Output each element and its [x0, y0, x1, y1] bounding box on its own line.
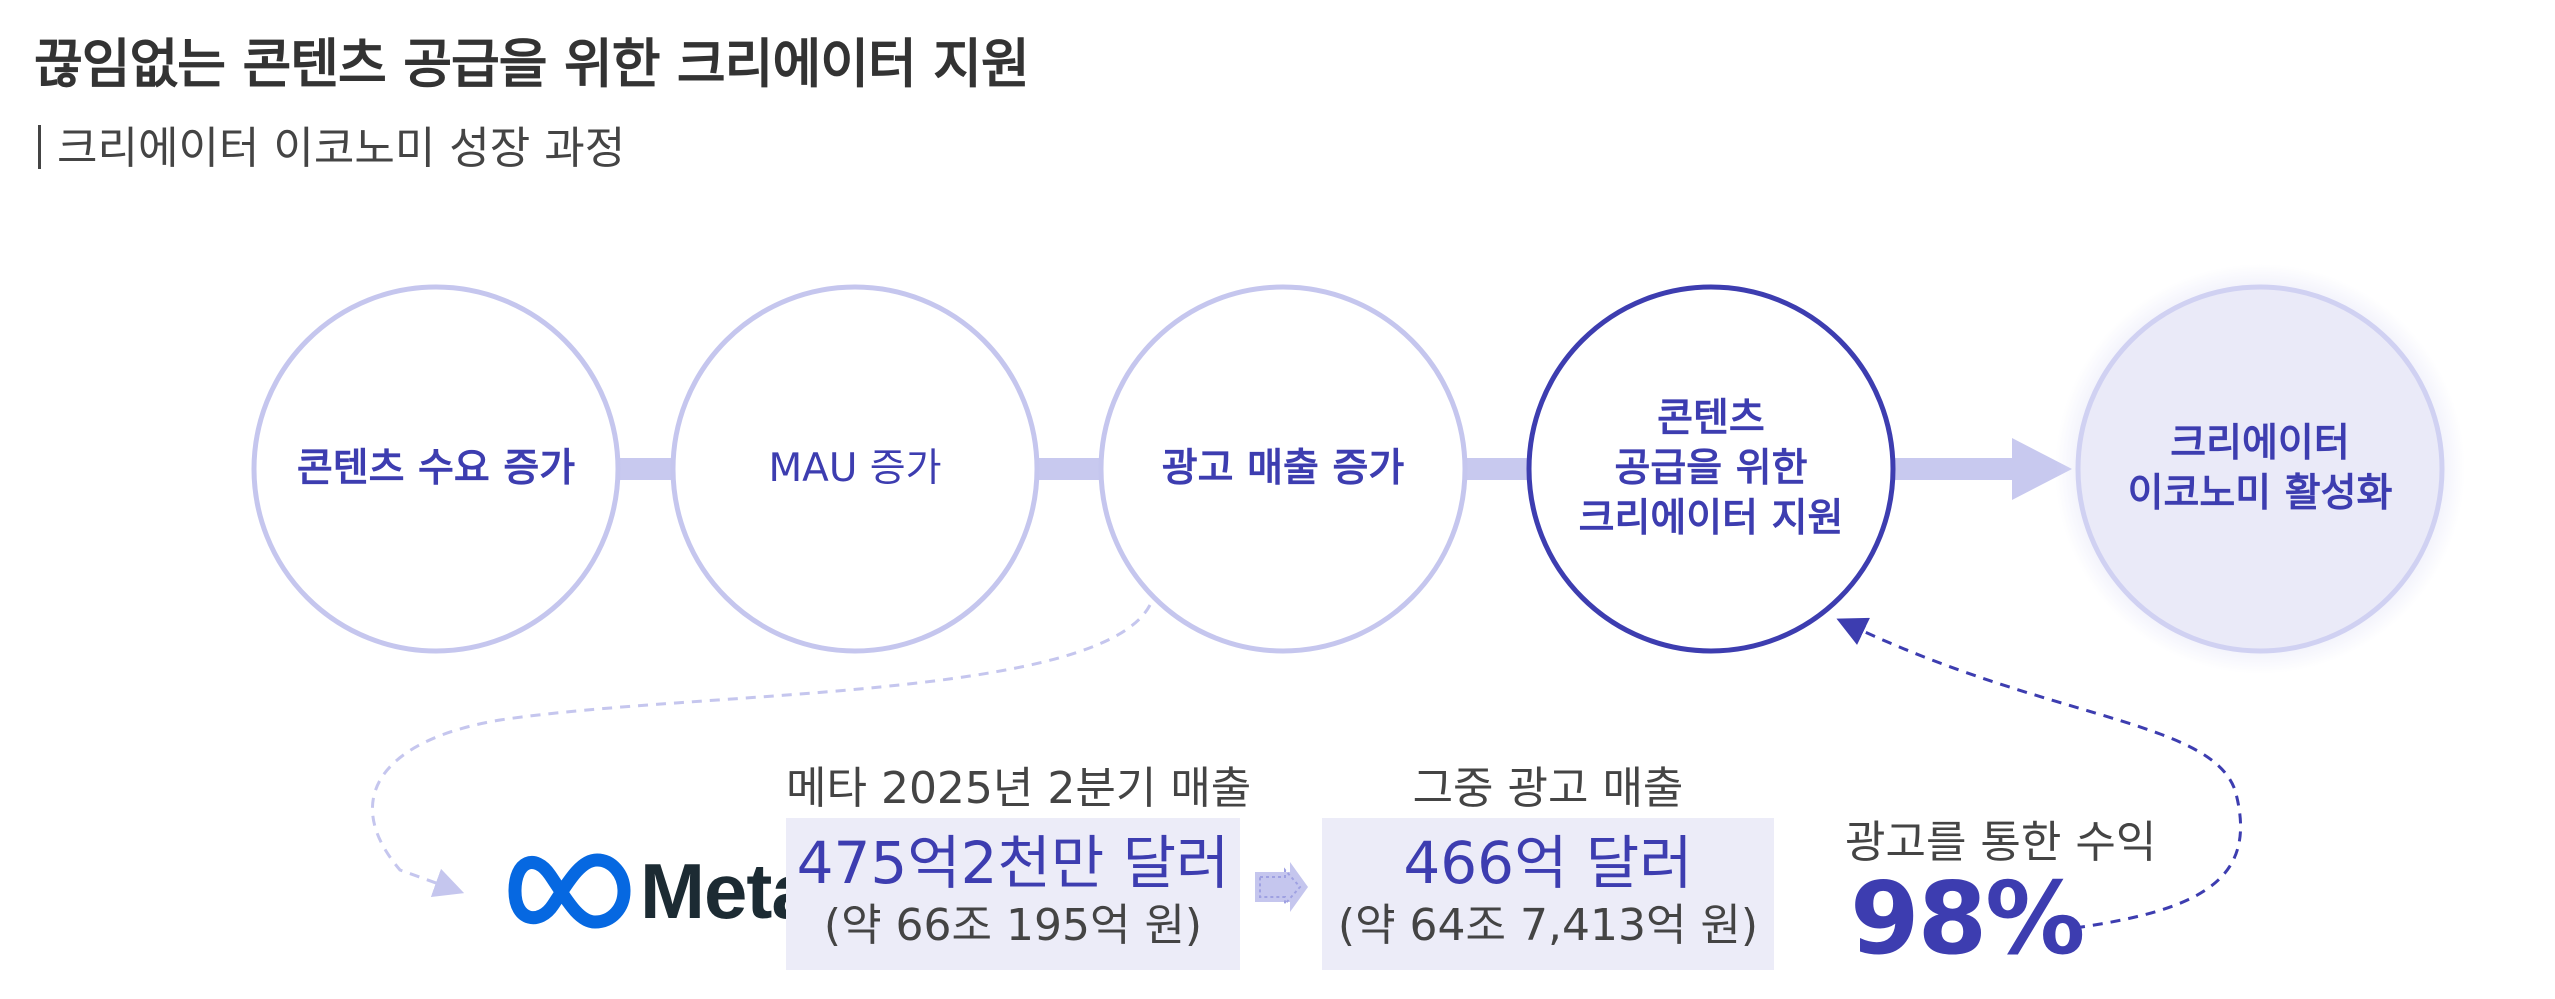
step-3-circle	[1098, 284, 1468, 654]
step-4-label: 콘텐츠 공급을 위한 크리에이터 지원	[1578, 396, 1844, 541]
connector-2-3	[1036, 458, 1100, 480]
step-1-circle	[251, 284, 621, 654]
ad-share-value: 98%	[1850, 860, 2085, 977]
step-1-label: 콘텐츠 수요 증가	[296, 446, 576, 491]
page-subtitle: 크리에이터 이코노미 성장 과정	[38, 112, 625, 176]
meta-logo: Meta	[480, 846, 815, 936]
dashed-link-to-meta	[371, 604, 1152, 898]
ad-revenue-krw: (약 64조 7,413억 원)	[1337, 900, 1759, 951]
dashed-link-to-step-4	[1836, 617, 2242, 930]
step-5-circle	[2075, 284, 2445, 654]
chevron-arrow-icon	[1255, 862, 1308, 912]
ad-revenue-box: 466억 달러 (약 64조 7,413억 원)	[1322, 818, 1774, 970]
connector-4-5	[1892, 458, 2022, 480]
connector-3-4	[1464, 458, 1530, 480]
meta-logo-text: Meta	[640, 846, 815, 935]
step-5-label: 크리에이터 이코노미 활성화	[2127, 421, 2393, 516]
revenue-box: 475억2천만 달러 (약 66조 195억 원)	[786, 818, 1240, 970]
revenue-caption: 메타 2025년 2분기 매출	[786, 763, 1252, 814]
ad-revenue-value: 466억 달러	[1403, 829, 1693, 897]
subtitle-bar	[38, 125, 41, 169]
connector-1-2	[618, 458, 674, 480]
revenue-krw: (약 66조 195억 원)	[823, 900, 1203, 951]
subtitle-text: 크리에이터 이코노미 성장 과정	[57, 123, 626, 174]
ad-share-caption: 광고를 통한 수익	[1845, 817, 2157, 868]
step-4-circle	[1526, 284, 1896, 654]
step-3-label: 광고 매출 증가	[1161, 446, 1405, 491]
arrow-to-step-5	[2012, 438, 2072, 500]
page-title: 끊임없는 콘텐츠 공급을 위한 크리에이터 지원	[34, 34, 1030, 95]
meta-infinity-icon	[508, 853, 631, 929]
ad-revenue-caption: 그중 광고 매출	[1412, 763, 1684, 814]
revenue-value: 475억2천만 달러	[796, 829, 1230, 897]
step-2-circle	[670, 284, 1040, 654]
step-2-label: MAU 증가	[768, 446, 942, 491]
